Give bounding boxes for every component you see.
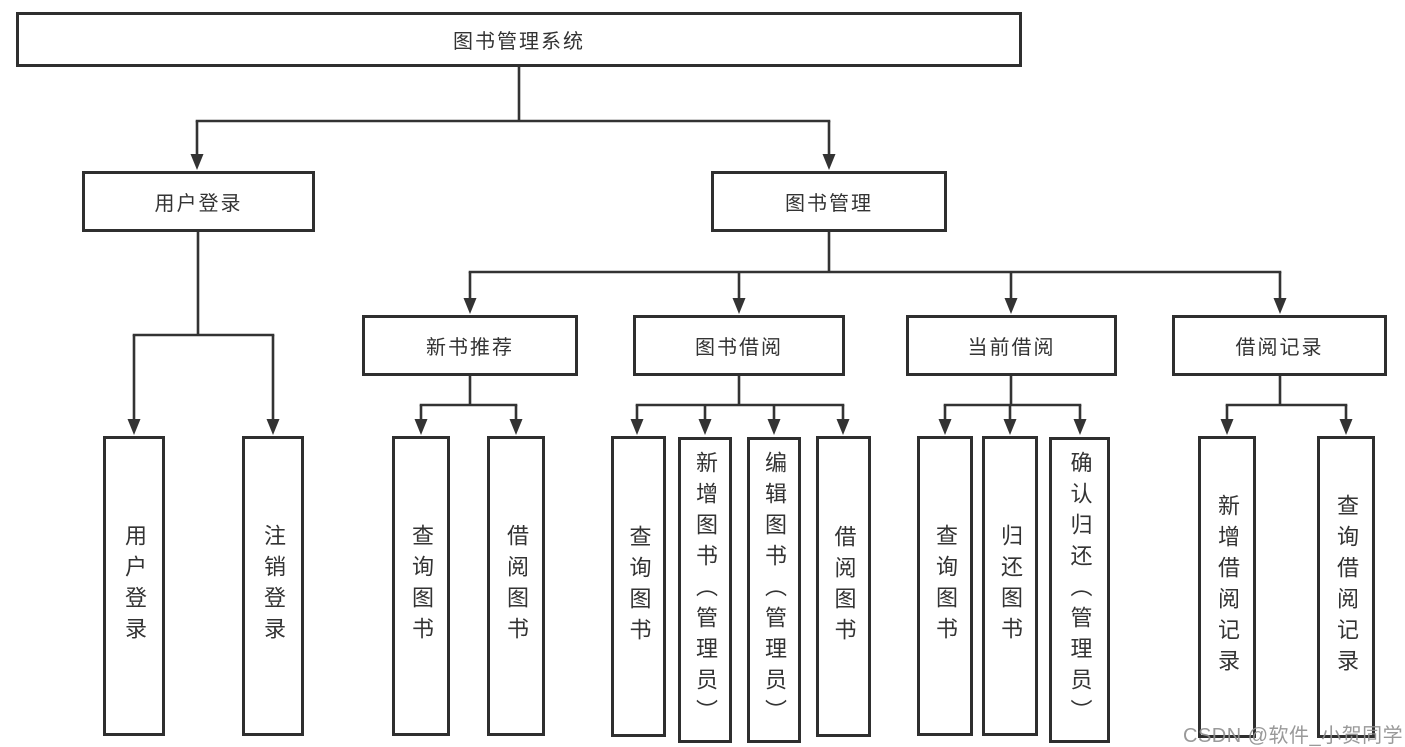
csdn-watermark: CSDN @软件_小贺同学 — [1183, 725, 1404, 747]
node-borrowing-records: 借阅记录 — [1172, 315, 1387, 376]
node-label: 确认归还（管理员） — [1067, 450, 1093, 730]
node-leaf-query-books-recommend: 查询图书 — [392, 436, 450, 736]
node-label: 归还图书 — [998, 524, 1023, 648]
node-leaf-query-borrow-record: 查询借阅记录 — [1317, 436, 1375, 738]
node-label: 新增借阅记录 — [1215, 494, 1240, 680]
node-label: 图书借阅 — [695, 337, 783, 359]
node-label: 用户登录 — [154, 193, 243, 215]
node-current-borrowing: 当前借阅 — [906, 315, 1117, 376]
node-label: 当前借阅 — [967, 337, 1056, 359]
node-label: 借阅记录 — [1235, 337, 1324, 359]
node-leaf-edit-books-admin: 编辑图书（管理员） — [747, 437, 801, 743]
node-label: 借阅图书 — [504, 524, 529, 648]
node-leaf-query-books-borrowing: 查询图书 — [611, 436, 666, 737]
node-label: 查询图书 — [409, 524, 434, 648]
node-label: 编辑图书（管理员） — [762, 450, 787, 730]
node-leaf-user-login: 用户登录 — [103, 436, 165, 736]
node-leaf-add-borrow-record: 新增借阅记录 — [1198, 436, 1256, 738]
node-leaf-add-books-admin: 新增图书（管理员） — [678, 437, 732, 743]
node-label: 图书管理系统 — [453, 31, 585, 53]
node-leaf-logout: 注销登录 — [242, 436, 304, 736]
node-label: 借阅图书 — [831, 524, 857, 649]
node-book-borrowing: 图书借阅 — [633, 315, 845, 376]
node-leaf-borrow-books: 借阅图书 — [816, 436, 871, 737]
node-leaf-borrow-books-recommend: 借阅图书 — [487, 436, 545, 736]
node-leaf-return-books: 归还图书 — [982, 436, 1038, 736]
node-label: 新增图书（管理员） — [693, 450, 718, 730]
node-book-management: 图书管理 — [711, 171, 947, 232]
node-user-login: 用户登录 — [82, 171, 315, 232]
node-new-book-recommend: 新书推荐 — [362, 315, 578, 376]
node-label: 查询图书 — [626, 524, 652, 649]
node-leaf-query-books-current: 查询图书 — [917, 436, 973, 736]
node-label: 查询图书 — [933, 524, 958, 648]
node-root-library-management-system: 图书管理系统 — [16, 12, 1022, 67]
node-label: 注销登录 — [261, 524, 286, 648]
node-label: 用户登录 — [122, 524, 147, 648]
node-label: 新书推荐 — [426, 337, 514, 359]
node-label: 图书管理 — [785, 193, 873, 215]
node-label: 查询借阅记录 — [1334, 494, 1359, 680]
node-leaf-confirm-return-admin: 确认归还（管理员） — [1049, 437, 1110, 743]
